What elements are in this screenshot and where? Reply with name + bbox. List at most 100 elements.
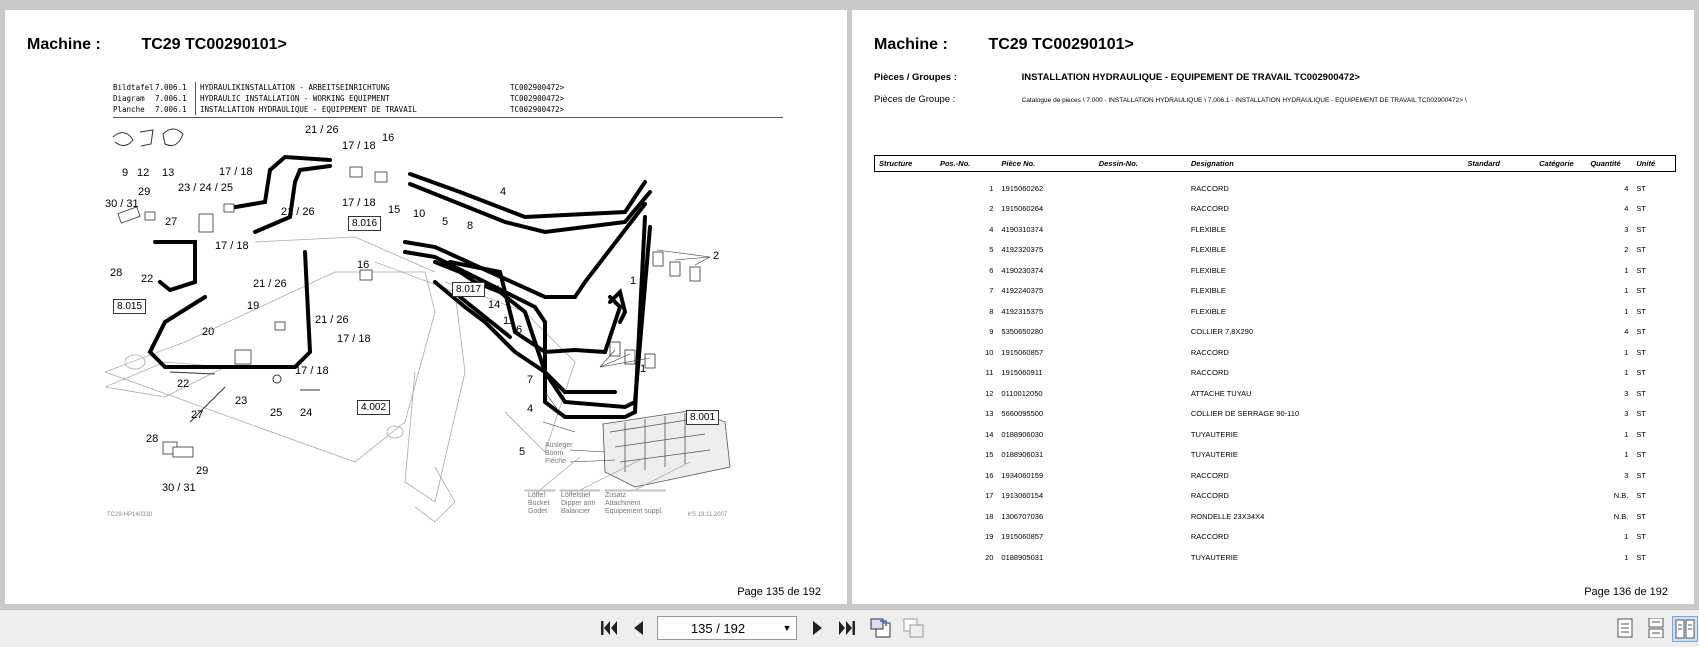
cell-unite: ST [1636,265,1646,275]
header-label: Planche [113,105,145,114]
header-code: TC002900472> [510,83,565,92]
cell-structure [875,240,936,261]
header-row: Planche 7.006.1 INSTALLATION HYDRAULIQUE… [113,104,783,115]
machine-label: Machine : [874,36,948,53]
callout-17-18: 17 / 18 [342,140,376,152]
cell-pos-no: 18 [985,511,994,521]
cell-unite: ST [1636,368,1646,378]
cell-structure [875,486,936,507]
cell-dessin-no [1095,547,1187,568]
groups-value: INSTALLATION HYDRAULIQUE - EQUIPEMENT DE… [1021,72,1360,83]
page-number-field[interactable]: 135 / 192 ▼ [657,616,797,640]
cell-unite: ST [1636,511,1646,521]
cell-unite: ST [1636,470,1646,480]
header-num: 7.006.1 [155,93,196,104]
cell-designation: TUYAUTERIE [1190,429,1238,439]
cell-piece-no: 4190230374 [1001,265,1044,275]
col-structure: Structure [873,155,936,172]
cell-designation: RONDELLE 23X34X4 [1190,511,1265,521]
callout-5: 5 [442,216,449,228]
cell-standard [1463,301,1535,322]
single-page-view-button[interactable] [1613,616,1637,640]
callout-12: 12 [137,167,150,179]
cell-designation: FLEXIBLE [1190,306,1226,316]
callout-7: 7 [527,374,534,386]
cell-structure [875,363,936,384]
cell-dessin-no [1095,404,1187,425]
cell-pos-no: 9 [989,327,994,337]
cell-pos-no: 15 [985,450,994,460]
callout-17-18: 17 / 18 [337,333,371,345]
cell-pos-no: 5 [989,245,994,255]
cell-quantite: 1 [1624,532,1629,542]
cell-pos-no: 17 [985,491,994,501]
previous-page-button[interactable] [626,616,650,640]
first-page-button[interactable] [597,616,621,640]
callout-1: 1 [640,363,647,375]
cell-piece-no: 4192315375 [1001,306,1044,316]
chevron-down-icon[interactable]: ▼ [782,623,792,633]
cell-dessin-no [1095,506,1187,527]
col-quantite: Quantité [1586,155,1633,172]
right-page: Machine : TC29 TC00290101> Pièces / Grou… [852,10,1694,604]
callout-13: 13 [162,167,175,179]
cell-standard [1463,383,1535,404]
cell-quantite: 4 [1624,183,1629,193]
last-page-button[interactable] [835,616,859,640]
cell-piece-no: 0188906031 [1001,450,1044,460]
cell-standard [1463,404,1535,425]
col-categorie: Catégorie [1535,155,1587,172]
cell-structure [875,527,936,548]
group-pieces-label: Pièces de Groupe : [874,94,956,105]
col-pos-no: Pos.-No. [935,155,998,172]
cell-designation: FLEXIBLE [1190,265,1226,275]
callout-8: 8 [467,220,474,232]
cell-unite: ST [1636,388,1646,398]
cell-designation: RACCORD [1190,183,1229,193]
callout-5: 5 [519,446,526,458]
continuous-view-button[interactable] [1644,616,1668,640]
cell-piece-no: 0110012050 [1001,388,1043,398]
cell-quantite: 1 [1624,552,1629,562]
header-row: Bildtafel 7.006.1 HYDRAULIKINSTALLATION … [113,82,783,93]
cell-piece-no: 4192320375 [1001,245,1044,255]
machine-heading: Machine : TC29 TC00290101> [27,36,287,54]
cell-pos-no: 10 [985,347,994,357]
cell-categorie [1535,527,1586,548]
machine-label: Machine : [27,36,101,53]
callout-22: 22 [141,273,154,285]
cell-pos-no: 8 [989,306,994,316]
two-page-view-button[interactable] [1672,616,1698,642]
cell-dessin-no [1095,486,1187,507]
cell-categorie [1535,240,1586,261]
header-row: Diagram 7.006.1 HYDRAULIC INSTALLATION -… [113,93,783,104]
cell-quantite: N.B. [1613,491,1629,501]
cell-piece-no: 5350650280 [1001,327,1044,337]
callout-17-18: 17 / 18 [342,197,376,209]
fit-page-button[interactable] [902,616,926,640]
cell-unite: ST [1636,347,1646,357]
ref-4-002: 4.002 [357,400,391,415]
callout-28: 28 [146,433,159,445]
callout-21-26: 21 / 26 [281,206,315,218]
page-number: Page 135 de 192 [737,586,821,598]
next-page-button[interactable] [806,616,830,640]
callout-11: 11 [503,315,515,327]
cell-standard [1463,342,1535,363]
ref-8-015: 8.015 [113,299,147,314]
cell-designation: RACCORD [1190,347,1229,357]
rotate-icon [870,618,891,638]
first-page-icon [601,621,617,635]
parts-table: Structure Pos.-No. Pièce No. Dessin-No. … [873,155,1677,568]
callout-23: 23 [235,395,248,407]
rotate-button[interactable] [869,616,893,640]
cell-categorie [1535,219,1586,240]
legend-attachment: Zusatz Attachment Equipement suppl. [605,492,663,515]
cell-dessin-no [1095,240,1187,261]
